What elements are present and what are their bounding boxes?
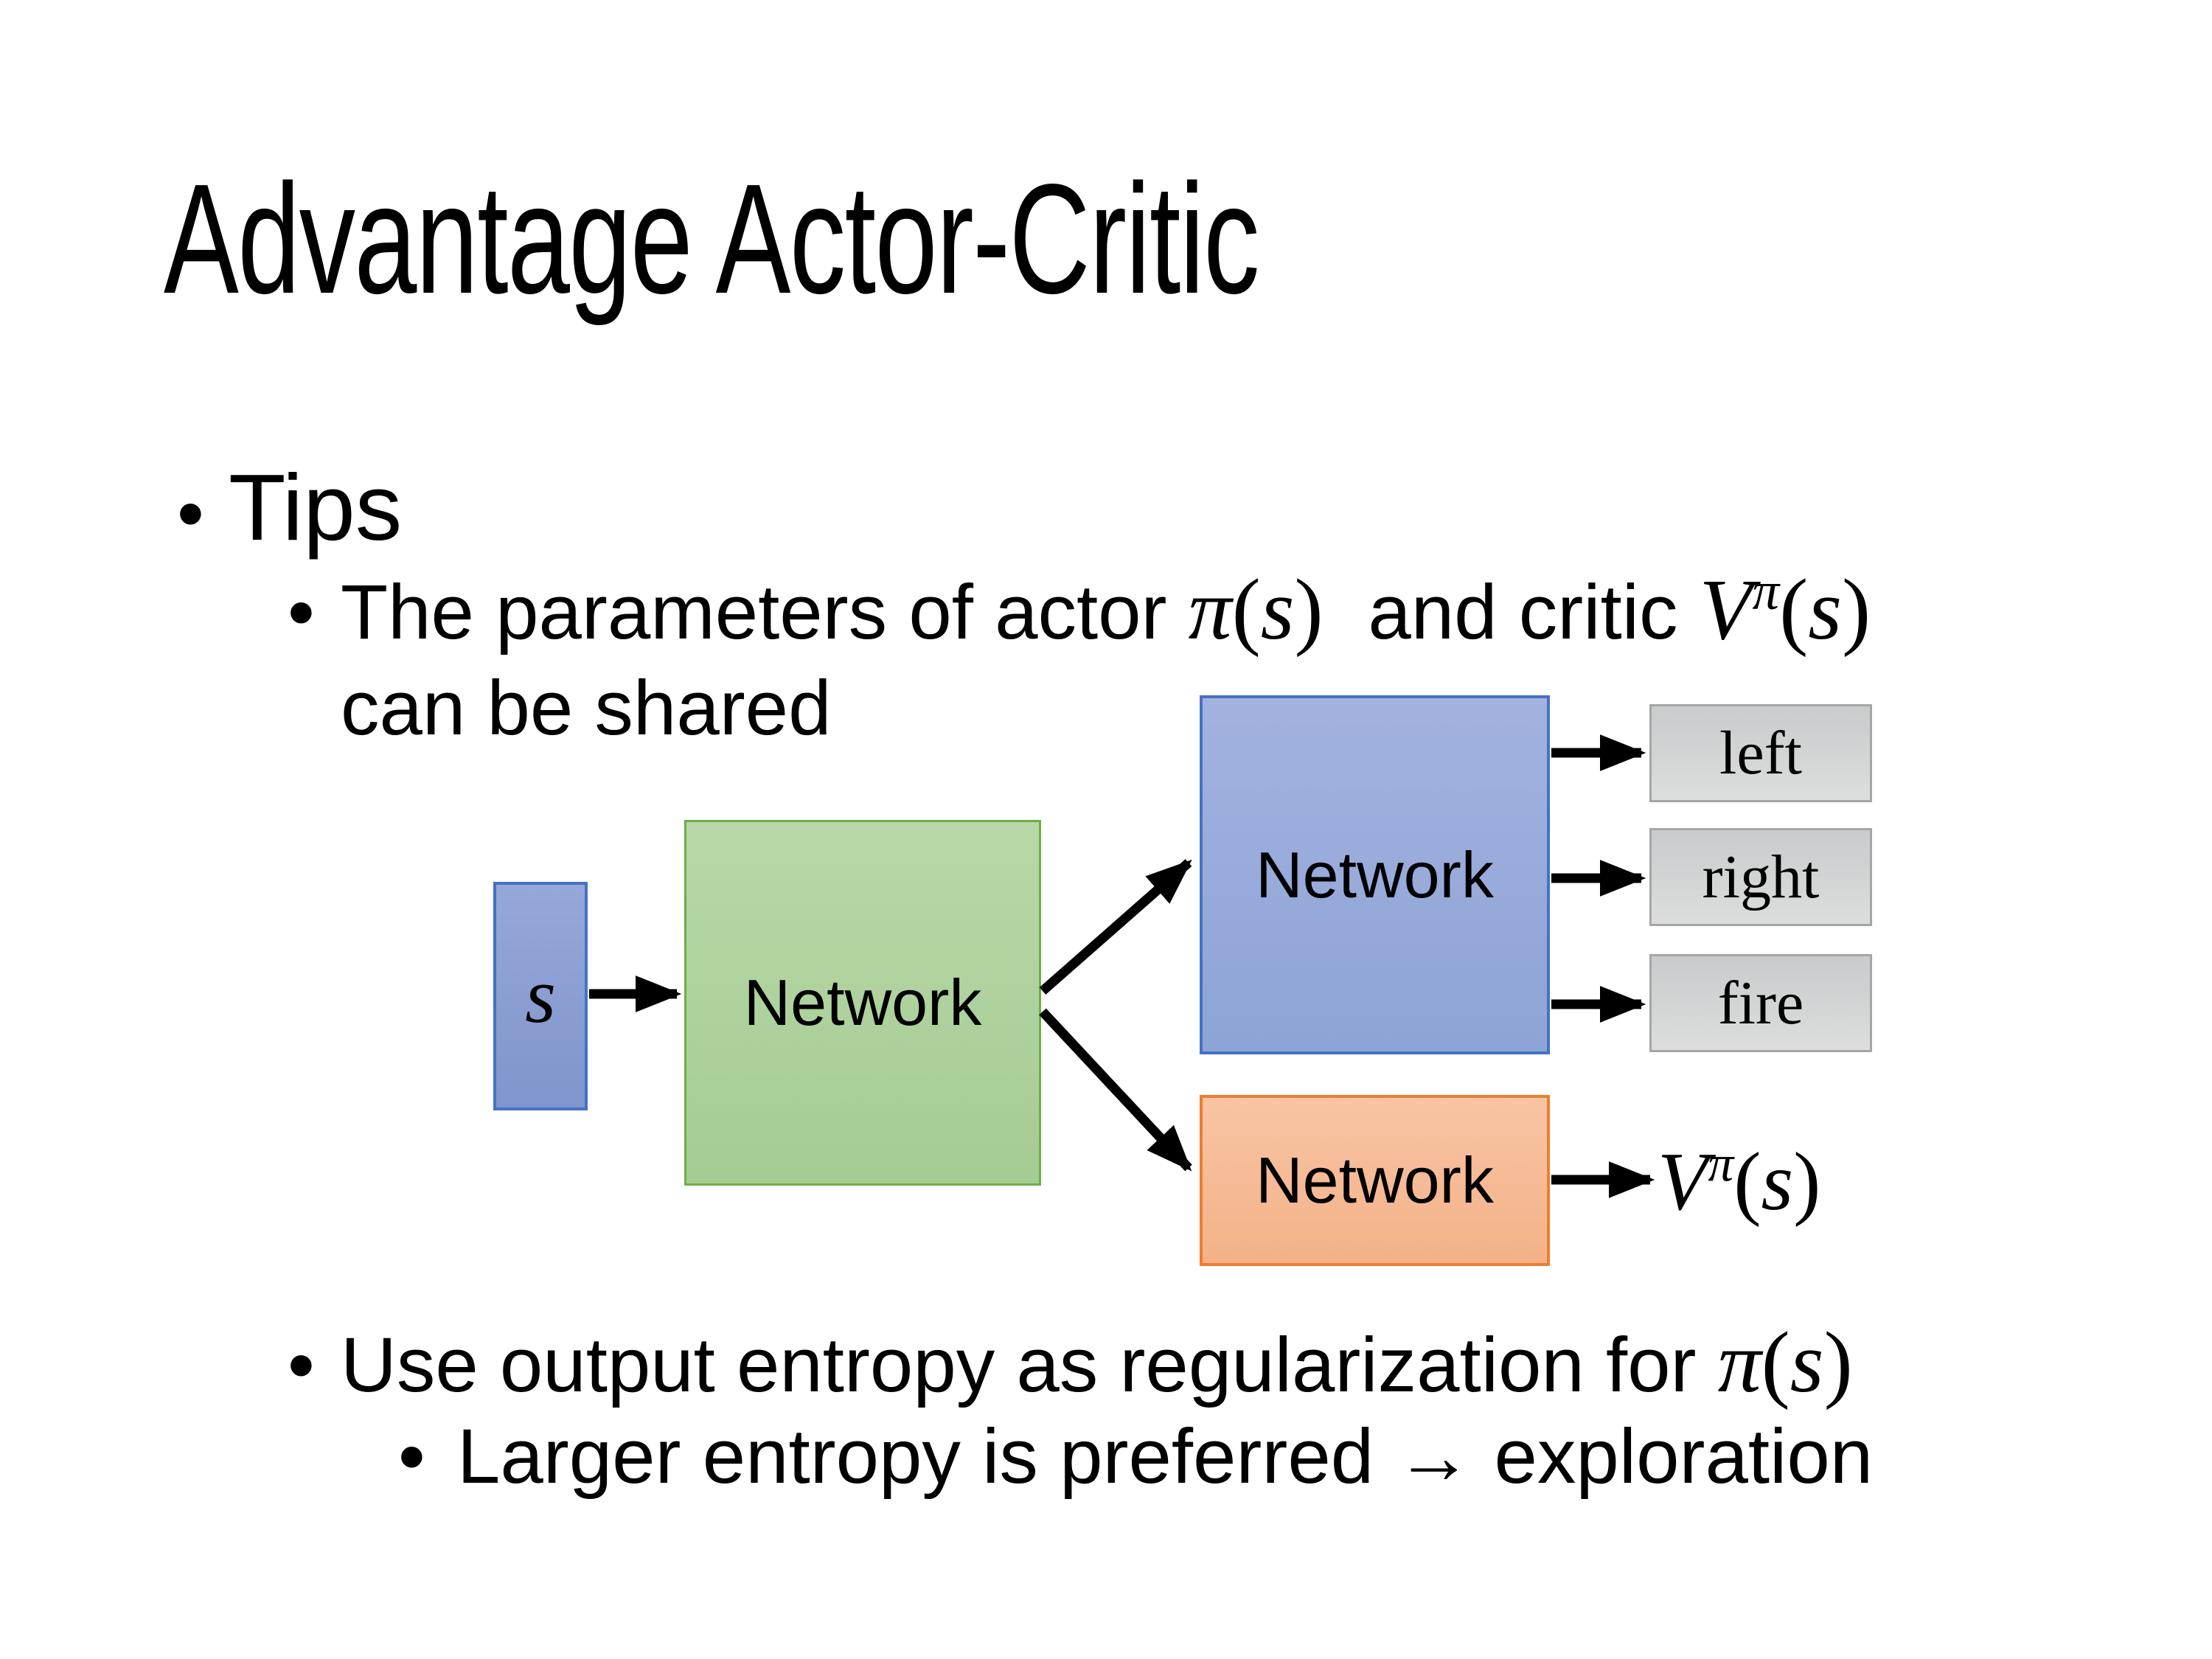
action-box-fire: fire bbox=[1649, 954, 1872, 1052]
action-box-left: left bbox=[1649, 704, 1872, 802]
share-line2-text: can be shared bbox=[341, 665, 832, 752]
bullet-icon: • bbox=[288, 1322, 315, 1408]
actor-network-label: Network bbox=[1256, 838, 1494, 911]
shared-network-box: Network bbox=[684, 820, 1041, 1186]
bullet-item-exploration: • Larger entropy is preferred → explorat… bbox=[398, 1411, 1873, 1503]
bullet-icon: • bbox=[398, 1413, 425, 1500]
arrow-shared-to-actor bbox=[1039, 859, 1192, 995]
critic-output-formula: Vπ(s) bbox=[1658, 1135, 1821, 1228]
state-label: s bbox=[525, 952, 556, 1040]
page-title: Advantage Actor-Critic bbox=[164, 151, 1260, 326]
tips-label: Tips bbox=[229, 455, 403, 560]
action-box-right: right bbox=[1649, 828, 1872, 926]
state-box: s bbox=[493, 882, 588, 1110]
actor-formula: π(s) bbox=[1717, 1315, 1853, 1411]
action-label: right bbox=[1702, 843, 1820, 911]
shared-params-text: The parameters of actor π(s) and critic … bbox=[341, 558, 1871, 755]
entropy-text: Use output entropy as regularization for… bbox=[341, 1311, 1853, 1415]
share-pre-text: The parameters of actor bbox=[341, 569, 1189, 655]
actor-formula: π(s) bbox=[1188, 562, 1324, 658]
bullet-item-entropy: • Use output entropy as regularization f… bbox=[288, 1311, 1853, 1415]
bullet-icon: • bbox=[288, 569, 315, 655]
bullet-icon: • bbox=[177, 470, 204, 557]
share-mid-text: and critic bbox=[1346, 569, 1700, 655]
bullet-item-tips: • Tips bbox=[177, 451, 402, 563]
critic-network-box: Network bbox=[1200, 1095, 1550, 1266]
critic-network-label: Network bbox=[1256, 1144, 1494, 1217]
shared-network-label: Network bbox=[743, 966, 982, 1039]
critic-formula: Vπ(s) bbox=[1699, 560, 1871, 658]
exploration-text: Larger entropy is preferred → exploratio… bbox=[457, 1413, 1874, 1500]
action-label: fire bbox=[1717, 969, 1804, 1037]
action-label: left bbox=[1719, 719, 1802, 787]
bullet-item-shared-params: • The parameters of actor π(s) and criti… bbox=[288, 558, 1871, 755]
actor-network-box: Network bbox=[1200, 695, 1550, 1054]
arrow-shared-to-critic bbox=[1039, 1008, 1192, 1172]
entropy-pre-text: Use output entropy as regularization for bbox=[341, 1322, 1718, 1408]
